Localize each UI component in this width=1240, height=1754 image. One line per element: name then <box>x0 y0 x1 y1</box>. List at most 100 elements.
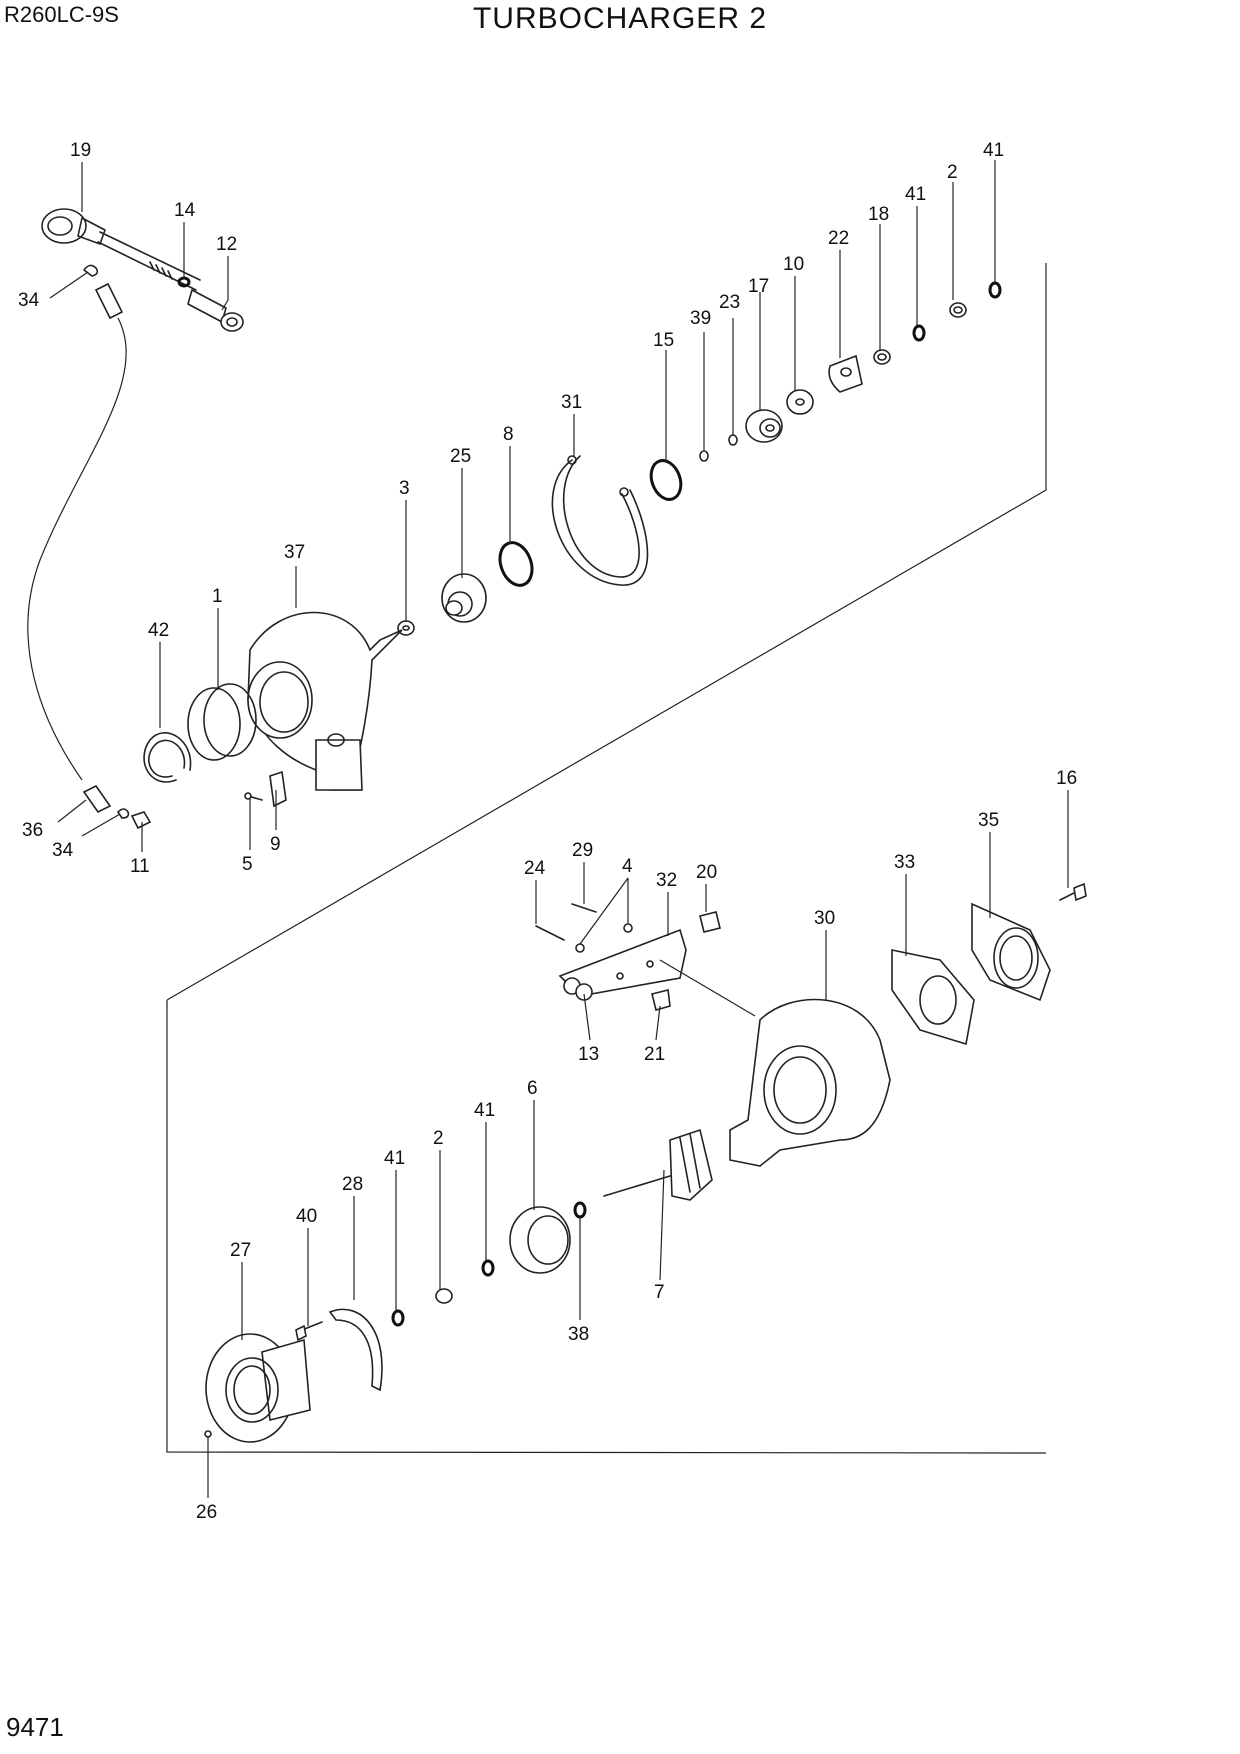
callout-1: 1 <box>212 586 223 607</box>
part-2-nut-a <box>949 302 967 318</box>
assembly-boundary <box>166 263 1047 1454</box>
callout-12: 12 <box>216 234 237 255</box>
callout-24: 24 <box>524 858 546 879</box>
part-18-nut <box>873 349 891 365</box>
callout-42: 42 <box>148 620 169 641</box>
part-40-bolt <box>295 1321 323 1342</box>
part-8-oring <box>498 541 534 587</box>
callout-38: 38 <box>568 1324 589 1345</box>
callout-17: 17 <box>748 276 769 297</box>
part-15-oring <box>649 459 683 501</box>
part-38-ring <box>573 1201 587 1219</box>
part-10-washer <box>786 389 814 415</box>
callout-28: 28 <box>342 1174 363 1195</box>
part-27-bearing-housing <box>205 1333 311 1443</box>
part-23-ring <box>728 434 738 446</box>
callout-2-b: 2 <box>433 1128 444 1149</box>
callout-34-top: 34 <box>18 290 40 311</box>
part-30-turbine-housing <box>729 998 891 1167</box>
callout-6: 6 <box>527 1078 538 1099</box>
part-36-hose-bottom <box>82 784 112 814</box>
part-29-bolt <box>571 903 597 913</box>
part-35-flange <box>971 902 1051 1002</box>
part-31-snap-ring <box>551 455 649 586</box>
callout-39: 39 <box>690 308 711 329</box>
callout-3: 3 <box>399 478 410 499</box>
callout-13: 13 <box>578 1044 599 1065</box>
callout-19: 19 <box>70 140 91 161</box>
page-title: TURBOCHARGER 2 <box>472 2 768 35</box>
callout-7: 7 <box>654 1282 665 1303</box>
part-24-bolt <box>535 925 565 941</box>
part-41-oring-a <box>988 281 1002 299</box>
callout-22: 22 <box>828 228 849 249</box>
part-37-compressor-housing <box>247 611 403 791</box>
callout-16: 16 <box>1056 768 1077 789</box>
part-13-nut <box>563 977 593 1001</box>
callout-26: 26 <box>196 1502 217 1523</box>
hose-line <box>27 317 127 781</box>
part-22-plate <box>828 354 863 393</box>
callout-36: 36 <box>22 820 43 841</box>
callout-25: 25 <box>450 446 471 467</box>
callout-41-c: 41 <box>474 1100 495 1121</box>
part-14-washer <box>177 276 191 288</box>
leader-lines <box>49 160 1069 1498</box>
part-16-bolt <box>1059 882 1087 902</box>
part-28-heat-shield <box>328 1308 383 1392</box>
callout-labels: 19 14 12 34 41 2 41 18 22 10 17 23 39 15… <box>18 140 1077 1523</box>
callout-4: 4 <box>622 856 633 877</box>
part-41-oring-b <box>912 324 926 342</box>
part-42-clamp-ring <box>143 732 192 783</box>
callout-41-d: 41 <box>384 1148 405 1169</box>
part-33-gasket <box>891 949 975 1046</box>
part-3-nut <box>397 620 415 636</box>
callout-33: 33 <box>894 852 915 873</box>
part-41-oring-c <box>481 1259 495 1277</box>
callout-14: 14 <box>174 200 196 221</box>
callout-31: 31 <box>561 392 582 413</box>
part-12-fitting <box>187 289 244 332</box>
part-25-seal-plate <box>441 573 487 623</box>
callout-41-b: 41 <box>905 184 926 205</box>
callout-10: 10 <box>783 254 804 275</box>
callout-21: 21 <box>644 1044 665 1065</box>
part-1-band <box>187 683 257 761</box>
part-36-hose-top <box>94 282 124 320</box>
callout-23: 23 <box>719 292 740 313</box>
callout-41-a: 41 <box>983 140 1004 161</box>
part-34-clamp-top <box>83 264 99 277</box>
part-9-bracket <box>269 770 287 808</box>
callout-18: 18 <box>868 204 889 225</box>
callout-9: 9 <box>270 834 281 855</box>
callout-11: 11 <box>130 856 150 877</box>
callout-2-a: 2 <box>947 162 958 183</box>
model-number: R260LC-9S <box>4 2 119 27</box>
part-2-nut-b <box>435 1288 453 1304</box>
part-11-fitting <box>130 811 152 830</box>
callout-34-bottom: 34 <box>52 840 74 861</box>
callout-32: 32 <box>656 870 677 891</box>
part-39-ring <box>699 450 709 462</box>
part-21-spacer <box>651 989 671 1011</box>
part-34-clamp-bottom <box>117 808 130 819</box>
part-7-shaft-wheel <box>603 1128 713 1201</box>
page-number: 9471 <box>6 1712 64 1742</box>
callout-29: 29 <box>572 840 593 861</box>
callout-37: 37 <box>284 542 305 563</box>
part-41-oring-d <box>391 1309 405 1327</box>
callout-27: 27 <box>230 1240 251 1261</box>
callout-5: 5 <box>242 854 253 875</box>
part-19-banjo-bolt <box>41 208 201 291</box>
part-5-bolt <box>244 792 263 801</box>
part-6-insert <box>509 1206 571 1274</box>
part-17-collar <box>745 409 783 443</box>
callout-20: 20 <box>696 862 717 883</box>
part-20-spacer <box>699 911 721 933</box>
callout-35: 35 <box>978 810 999 831</box>
callout-30: 30 <box>814 908 835 929</box>
callout-15: 15 <box>653 330 674 351</box>
callout-8: 8 <box>503 424 514 445</box>
callout-40: 40 <box>296 1206 317 1227</box>
